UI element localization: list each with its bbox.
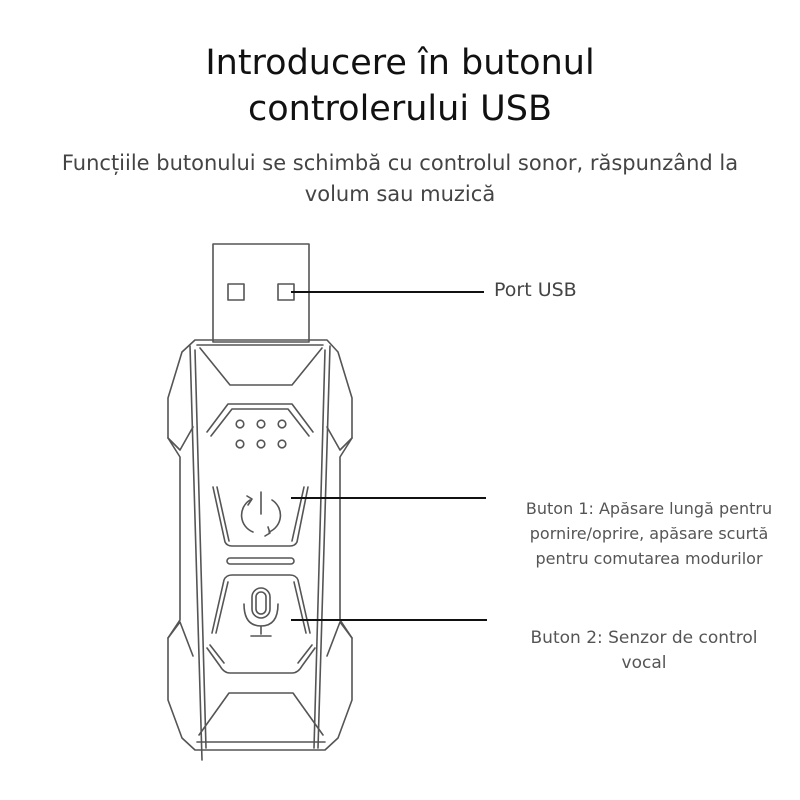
subtitle-line-1: Funcțiile butonului se schimbă cu contro… [61,151,739,175]
button1-label: Buton 1: Apăsare lungă pentru pornire/op… [490,496,800,571]
speaker-grille [235,419,287,449]
subtitle-line-2: volum sau muzică [304,182,496,206]
button2-label-line-1: Buton 2: Senzor de control [530,628,758,648]
button2-outline [211,574,311,634]
power-cycle-icon [240,491,282,537]
button1-label-line-3: pentru comutarea modurilor [535,549,763,568]
button1-label-line-2: pornire/oprire, apăsare scurtă [529,524,769,543]
microphone-icon [243,587,279,637]
button1-outline [212,486,309,547]
usb-port-label: Port USB [494,279,577,301]
button2-label-line-2: vocal [621,653,667,673]
button2-label: Buton 2: Senzor de control vocal [500,626,788,676]
title-line-2: controlerului USB [247,89,553,129]
subtitle: Funcțiile butonului se schimbă cu contro… [0,148,800,210]
page-title: Introducere în butonul controlerului USB [0,40,800,132]
device-body [167,339,353,751]
title-line-1: Introducere în butonul [205,43,595,83]
button1-label-line-1: Buton 1: Apăsare lungă pentru [525,499,773,518]
